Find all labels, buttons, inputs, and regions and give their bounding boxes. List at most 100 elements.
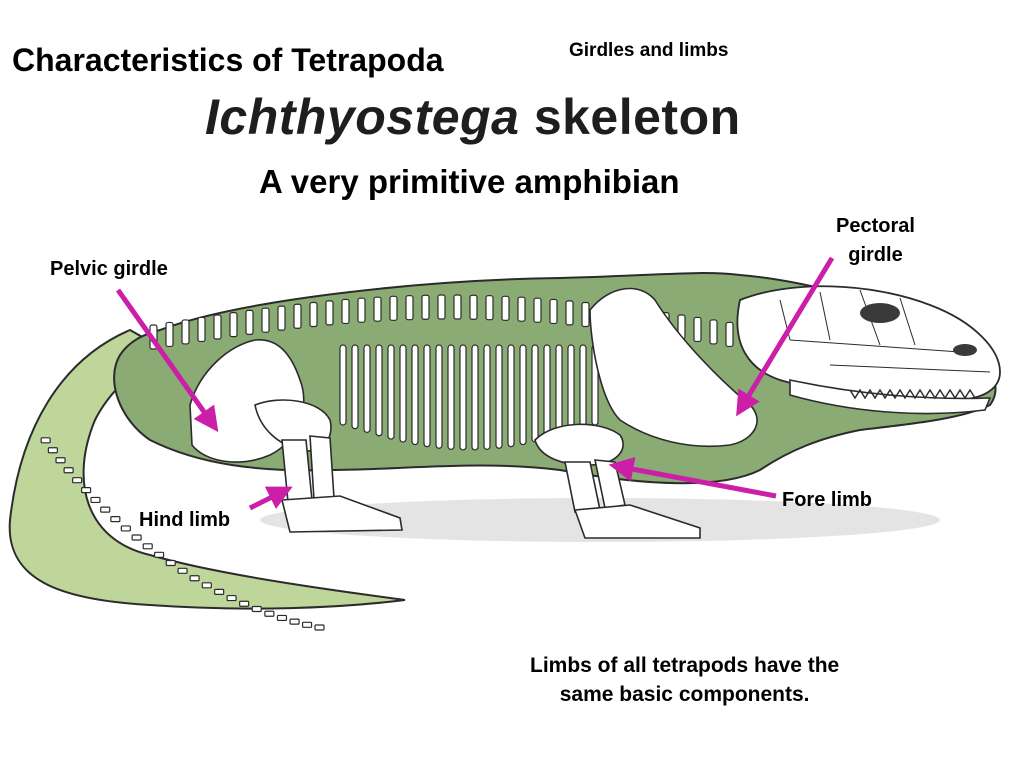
tail-vertebra — [177, 567, 188, 574]
vertebra — [437, 294, 446, 320]
note-text: Limbs of all tetrapods have the same basi… — [530, 651, 839, 709]
pectoral-girdle-bone — [589, 287, 758, 448]
label-pectoral-girdle: Pectoral girdle — [836, 212, 915, 270]
rib — [507, 344, 515, 448]
rib — [447, 344, 455, 450]
vertebra — [373, 296, 382, 322]
tail-vertebra — [40, 437, 51, 444]
genus-name: Ichthyostega — [205, 89, 520, 145]
tail-vertebra — [81, 487, 92, 494]
vertebra — [261, 307, 270, 333]
subtitle-tag: Girdles and limbs — [569, 40, 729, 61]
tail-vertebra — [289, 618, 300, 625]
arrow-icon-pelvic — [115, 288, 219, 433]
rib — [459, 344, 467, 451]
rib — [471, 344, 479, 451]
vertebra — [485, 295, 494, 321]
vertebra — [549, 298, 558, 325]
nostril — [953, 344, 977, 356]
vertebra — [341, 298, 350, 325]
tail-vertebra — [47, 447, 58, 454]
vertebra — [421, 294, 430, 320]
vertebra — [357, 297, 366, 323]
vertebra — [453, 294, 462, 320]
tail-outline — [8, 328, 406, 610]
tail-vertebra — [63, 467, 74, 474]
arrow-icon-fore-limb — [608, 456, 777, 499]
tail-vertebra — [251, 605, 262, 613]
rib — [423, 344, 431, 448]
eye-orbit — [860, 303, 900, 323]
tail-vertebra — [301, 621, 313, 628]
vertebra — [325, 300, 334, 326]
rib — [579, 344, 587, 430]
vertebra — [309, 301, 318, 328]
note-line1: Limbs of all tetrapods have the — [530, 654, 840, 677]
vertebra — [405, 295, 414, 321]
tail-vertebra — [90, 496, 101, 504]
vertebra — [501, 295, 510, 321]
vertebra — [229, 312, 238, 338]
label-pectoral-line2: girdle — [848, 244, 903, 266]
tail-vertebra — [201, 582, 212, 589]
vertebra — [197, 316, 206, 343]
sub-heading: A very primitive amphibian — [259, 163, 680, 200]
tail-vertebra — [142, 543, 153, 550]
tail-vertebra — [226, 594, 237, 602]
rib — [339, 344, 347, 426]
tail-vertebra — [264, 610, 275, 617]
vertebra — [693, 316, 702, 343]
rib — [495, 344, 503, 449]
tail-vertebra — [314, 624, 325, 631]
vertebra — [581, 301, 590, 328]
tail-vertebra — [110, 516, 121, 523]
hind-limb-foot — [280, 495, 403, 533]
tail-vertebra — [100, 506, 111, 513]
label-pectoral-line1: Pectoral — [836, 215, 915, 237]
vertebra — [277, 305, 286, 331]
teeth — [849, 388, 976, 400]
vertebra — [517, 296, 526, 322]
vertebra — [533, 297, 542, 323]
vertebra — [181, 319, 190, 345]
rib — [435, 344, 443, 449]
rib — [483, 344, 491, 450]
vertebra — [709, 319, 718, 345]
heading-word: skeleton — [533, 89, 741, 145]
rib — [531, 344, 539, 443]
rib — [555, 344, 563, 437]
rib — [375, 344, 383, 437]
rib — [543, 344, 551, 440]
label-hind-limb: Hind limb — [139, 509, 231, 531]
rib — [519, 344, 527, 446]
main-heading: Ichthyostega skeleton — [205, 88, 741, 146]
tail-vertebra — [239, 600, 250, 607]
label-fore-limb: Fore limb — [782, 489, 873, 511]
vertebra — [469, 294, 478, 320]
rib — [411, 344, 419, 446]
fore-limb-hand — [573, 504, 701, 539]
vertebra — [165, 321, 174, 348]
rib — [351, 344, 359, 430]
vertebra — [213, 314, 222, 340]
arrow-icon-hind-limb — [248, 486, 293, 511]
arrow-icon-pectoral — [736, 256, 835, 417]
fore-limb-humerus — [534, 423, 624, 466]
vertebra — [725, 321, 734, 348]
ribs — [339, 344, 599, 451]
tail-vertebra — [214, 588, 225, 596]
tail-vertebra — [55, 457, 66, 464]
rib — [387, 344, 395, 440]
tail-vertebra — [131, 534, 142, 541]
tail-vertebra — [153, 551, 165, 558]
vertebra — [565, 300, 574, 326]
note-line2: same basic components. — [559, 683, 810, 706]
tail-vertebra — [189, 575, 200, 582]
rib — [363, 344, 371, 433]
slide-title: Characteristics of Tetrapoda — [12, 42, 444, 78]
tail-vertebra — [165, 559, 176, 567]
label-pelvic-girdle: Pelvic girdle — [50, 258, 168, 280]
vertebra — [389, 295, 398, 321]
tail-vertebra — [72, 477, 83, 484]
tail-vertebra — [276, 614, 288, 622]
